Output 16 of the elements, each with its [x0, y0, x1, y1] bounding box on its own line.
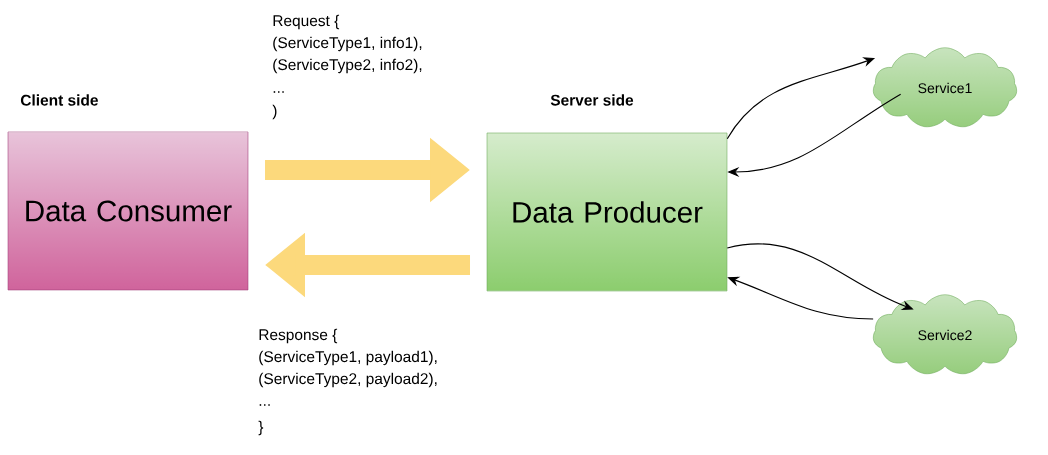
- message-text: ...: [273, 91, 284, 93]
- process-box: Data Producer: [486, 132, 728, 292]
- message-text: ): [272, 104, 277, 120]
- message-text: (ServiceType1, payload1),: [259, 350, 437, 366]
- service-cloud: Service1: [873, 47, 1017, 128]
- message-text: Request {: [273, 14, 340, 30]
- side-heading: Server side: [550, 94, 634, 106]
- message-text: ...: [259, 404, 270, 406]
- side-heading: Client side: [20, 94, 98, 106]
- message-text: (ServiceType2, payload2),: [259, 372, 437, 388]
- message-text: }: [258, 420, 264, 436]
- message-text: (ServiceType2, info2),: [273, 58, 422, 74]
- message-text: (ServiceType1, info1),: [273, 36, 422, 52]
- process-box: Data Consumer: [7, 131, 249, 291]
- message-text: Response {: [259, 328, 338, 344]
- service-cloud: Service2: [873, 294, 1017, 375]
